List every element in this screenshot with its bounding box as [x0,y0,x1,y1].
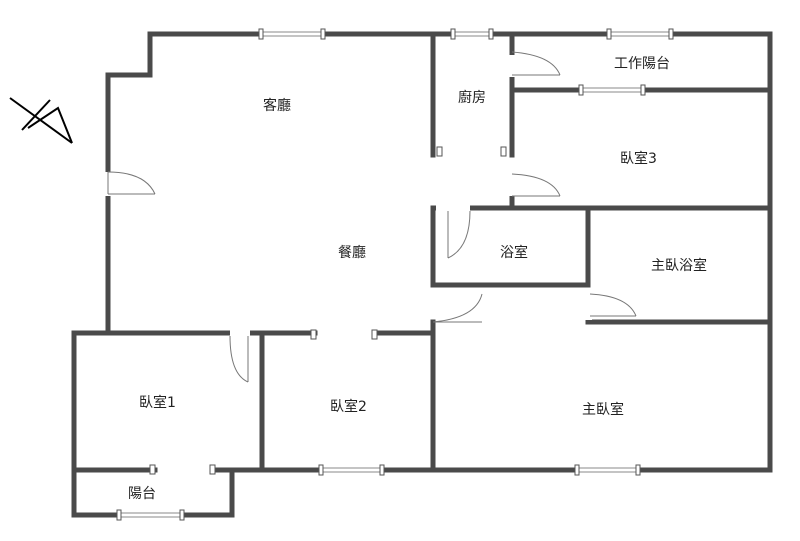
door-openings [104,55,592,337]
north-arrow-icon [9,97,73,144]
room-label-master-bath: 主臥浴室 [651,257,707,274]
room-label-kitchen: 廚房 [458,89,486,106]
interior-walls [71,31,773,473]
exterior-walls [71,31,773,518]
wall-jambs [149,146,507,475]
room-label-master-bedroom: 主臥室 [582,401,624,418]
room-label-bedroom2: 臥室2 [330,398,367,415]
room-label-service-balcony: 工作陽台 [614,56,670,72]
room-label-balcony: 陽台 [128,486,156,502]
room-label-dining: 餐廳 [338,244,366,261]
door-swings [107,51,637,383]
room-label-bedroom3: 臥室3 [620,150,657,167]
windows [116,28,674,521]
room-label-living: 客廳 [263,97,291,114]
room-label-bedroom1: 臥室1 [139,394,176,411]
room-label-bathroom: 浴室 [500,244,528,261]
